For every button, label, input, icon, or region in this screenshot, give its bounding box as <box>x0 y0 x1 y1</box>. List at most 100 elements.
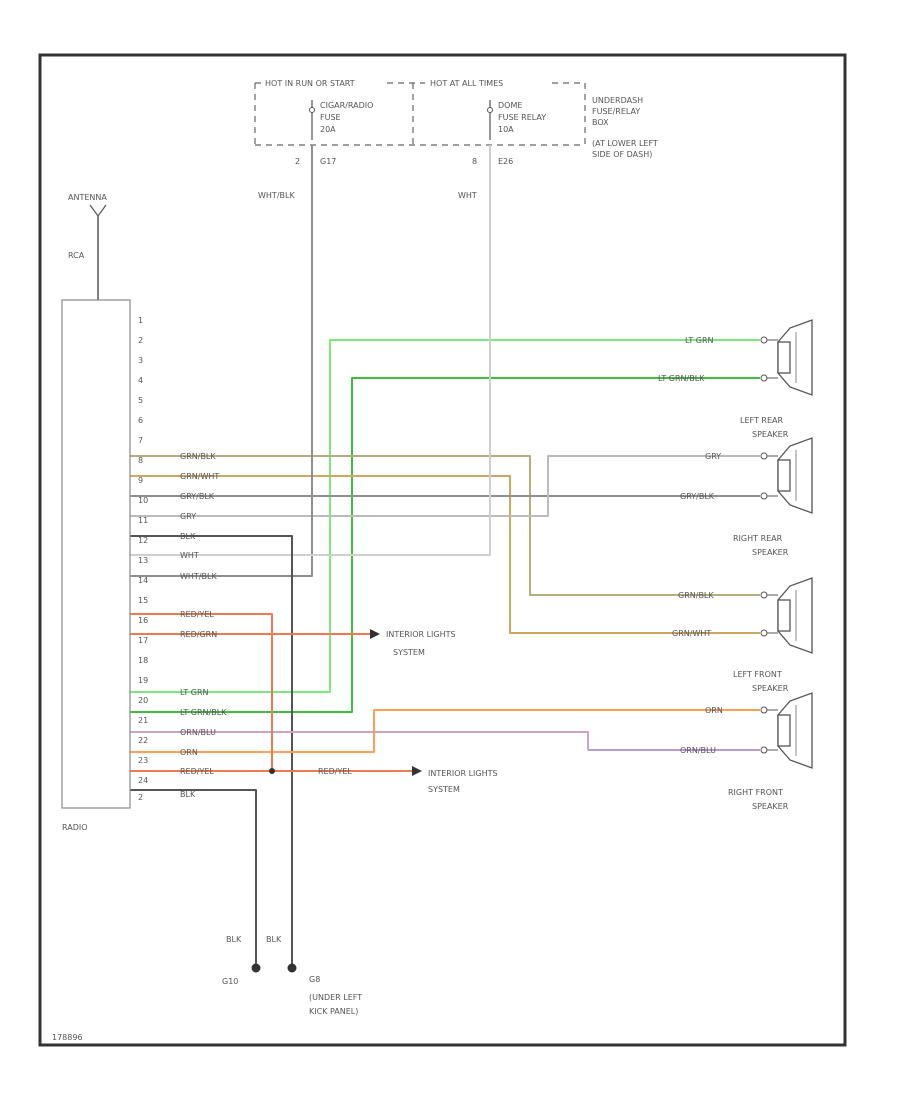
speaker-wire-label: GRY <box>705 452 721 461</box>
radio-label: RADIO <box>62 823 88 832</box>
radio-wire-label: WHT <box>180 551 199 560</box>
arrow-icon <box>412 766 422 776</box>
speaker-icon <box>760 692 813 769</box>
radio-pin-label: 20 <box>138 696 148 705</box>
radio-pin-label: 9 <box>138 476 143 485</box>
interior-lights-2-line2: SYSTEM <box>428 785 460 794</box>
ground-wire-label-2: BLK <box>266 935 282 944</box>
ground-location-line1: (UNDER LEFT <box>309 993 362 1002</box>
speaker-icon <box>760 437 813 514</box>
radio-pin-label: 4 <box>138 376 143 385</box>
radio-wire-label: BLK <box>180 532 196 541</box>
radio-wire-label: GRN/BLK <box>180 452 216 461</box>
wire-grn-blk <box>130 455 760 596</box>
fuse-box-line2: FUSE/RELAY <box>592 107 640 116</box>
radio-pin-label: 24 <box>138 776 148 785</box>
radio-wire-labels: GRN/BLKGRN/WHTGRY/BLKGRYBLKWHTWHT/BLKRED… <box>180 452 227 799</box>
antenna-icon <box>89 204 107 218</box>
speaker-labels: LEFT REAR SPEAKER RIGHT REAR SPEAKER LEF… <box>728 416 789 811</box>
radio-pin-label: 19 <box>138 676 148 685</box>
radio-wire-label: LT GRN <box>180 688 209 697</box>
circuit-left: G17 <box>320 157 336 166</box>
antenna: ANTENNA RCA <box>68 193 107 300</box>
radio-pin-label: 11 <box>138 516 148 525</box>
interior-lights-1-line2: SYSTEM <box>393 648 425 657</box>
ground-g8-label: G8 <box>309 975 320 984</box>
right-rear-label-2: SPEAKER <box>752 548 789 557</box>
fuse-left-line1: CIGAR/RADIO <box>320 101 373 110</box>
fuse-box-line1: UNDERDASH <box>592 96 643 105</box>
speaker-wire-label: LT GRN <box>685 336 714 345</box>
wire-label-wht-blk: WHT/BLK <box>258 191 295 200</box>
right-front-label-1: RIGHT FRONT <box>728 788 783 797</box>
wire-lt-grn-blk <box>130 377 760 713</box>
speaker-wire-label: ORN <box>705 706 723 715</box>
left-front-label-2: SPEAKER <box>752 684 789 693</box>
radio-pin-label: 18 <box>138 656 148 665</box>
radio-wire-label: LT GRN/BLK <box>180 708 227 717</box>
hot-all-times-label: HOT AT ALL TIMES <box>430 79 503 88</box>
wire-blk-ground-2 <box>130 789 257 968</box>
radio-wire-label: GRN/WHT <box>180 472 219 481</box>
wire-wht <box>130 145 491 556</box>
interior-lights-2: INTERIOR LIGHTS SYSTEM <box>428 769 498 794</box>
speakers <box>760 319 813 769</box>
radio-pin-label: 12 <box>138 536 148 545</box>
pin-right: 8 <box>472 157 477 166</box>
speaker-icon <box>760 577 813 654</box>
radio-pin-label: 8 <box>138 456 143 465</box>
right-front-label-2: SPEAKER <box>752 802 789 811</box>
fuse-box-line5: SIDE OF DASH) <box>592 150 652 159</box>
speaker-wire-labels: LT GRN LT GRN/BLK GRY GRY/BLK GRN/BLK GRN/WHT… <box>658 336 723 755</box>
ground-g10-label: G10 <box>222 977 238 986</box>
radio-wire-label: GRY <box>180 512 196 521</box>
red-yel-mid-label: RED/YEL <box>318 767 352 776</box>
wire-blk-ground <box>130 535 293 968</box>
radio-pin-label: 5 <box>138 396 143 405</box>
radio-pin-label: 2 <box>138 336 143 345</box>
speaker-wire-label: GRN/BLK <box>678 591 714 600</box>
radio-wire-label: GRY/BLK <box>180 492 215 501</box>
ground-point-g8 <box>287 963 297 973</box>
radio-pin-label: 6 <box>138 416 143 425</box>
junctions <box>269 629 422 776</box>
radio-pin-label: 3 <box>138 356 143 365</box>
left-front-label-1: LEFT FRONT <box>733 670 782 679</box>
interior-lights-1-line1: INTERIOR LIGHTS <box>386 630 456 639</box>
speaker-wire-label: LT GRN/BLK <box>658 374 705 383</box>
wires <box>130 145 760 968</box>
radio-pin-label: 16 <box>138 616 148 625</box>
speaker-icon <box>760 319 813 396</box>
diagram-frame <box>38 53 847 1047</box>
ground-point-g10 <box>251 963 261 973</box>
wire-label-wht: WHT <box>458 191 477 200</box>
right-rear-label-1: RIGHT REAR <box>733 534 783 543</box>
interior-lights-2-line1: INTERIOR LIGHTS <box>428 769 498 778</box>
ground-wire-label-1: BLK <box>226 935 242 944</box>
radio-pin-label: 7 <box>138 436 143 445</box>
radio-pin-label: 14 <box>138 576 148 585</box>
radio-wire-label: ORN/BLU <box>180 728 216 737</box>
radio-pin-label: 1 <box>138 316 143 325</box>
wire-red-yel <box>130 613 273 771</box>
fuse-box-line4: (AT LOWER LEFT <box>592 139 658 148</box>
interior-lights-1: INTERIOR LIGHTS SYSTEM <box>386 630 456 657</box>
wire-grn-wht <box>130 475 760 634</box>
circuit-right: E26 <box>498 157 513 166</box>
antenna-label: ANTENNA <box>68 193 107 202</box>
ground-location-line2: KICK PANEL) <box>309 1007 358 1016</box>
radio-pin-label: 10 <box>138 496 148 505</box>
speaker-wire-label: GRY/BLK <box>680 492 715 501</box>
radio-pin-label: 21 <box>138 716 148 725</box>
hot-run-start-label: HOT IN RUN OR START <box>265 79 355 88</box>
radio-box <box>61 299 131 809</box>
speaker-wire-label: GRN/WHT <box>672 629 711 638</box>
arrow-icon <box>370 629 380 639</box>
fuse-left-line2: FUSE <box>320 113 341 122</box>
radio-pin-label: 15 <box>138 596 148 605</box>
radio-pin-label: 17 <box>138 636 148 645</box>
antenna-wire-label: RCA <box>68 251 85 260</box>
wire-gry <box>130 455 760 517</box>
fuse-box-line3: BOX <box>592 118 609 127</box>
